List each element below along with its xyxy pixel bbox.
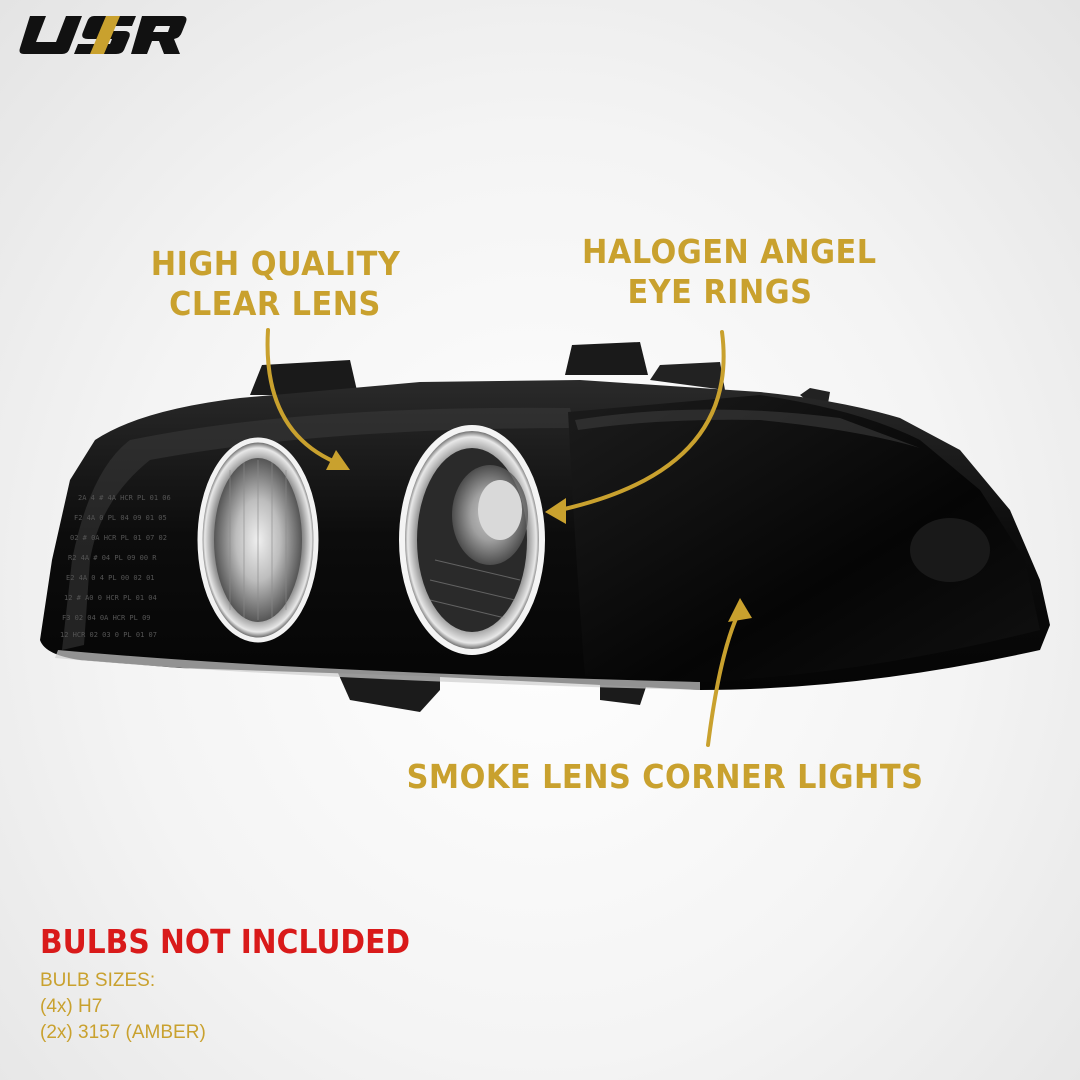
svg-text:02 # 0A HCR PL 01 07 02: 02 # 0A HCR PL 01 07 02: [70, 534, 167, 542]
svg-text:12 HCR 02 03 0 PL 01 07: 12 HCR 02 03 0 PL 01 07: [60, 631, 157, 639]
callout-angel-eye-rings-line1: HALOGEN ANGEL: [582, 232, 877, 271]
bulb-sizes-label: BULB SIZES:: [40, 970, 156, 991]
callout-smoke-corner-lights-line1: SMOKE LENS CORNER LIGHTS: [406, 757, 924, 796]
bulb-size-item: (4x) H7: [40, 996, 103, 1017]
callout-angel-eye-rings-line2: EYE RINGS: [627, 272, 813, 311]
svg-text:E2 4A 0 4 PL 00 02 01: E2 4A 0 4 PL 00 02 01: [66, 574, 155, 582]
callout-smoke-corner-lights: SMOKE LENS CORNER LIGHTS: [406, 757, 924, 797]
svg-text:12 # A0 0 HCR PL 01 04: 12 # A0 0 HCR PL 01 04: [64, 594, 157, 602]
bulb-sizes-list: BULB SIZES: (4x) H7 (2x) 3157 (AMBER): [40, 968, 206, 1046]
callout-clear-lens: HIGH QUALITY CLEAR LENS: [150, 244, 401, 324]
callout-clear-lens-line2: CLEAR LENS: [169, 284, 381, 323]
callout-angel-eye-rings: HALOGEN ANGEL EYE RINGS: [582, 232, 877, 312]
svg-text:F3 02 04 0A HCR PL 09: F3 02 04 0A HCR PL 09: [62, 614, 151, 622]
bulb-size-item: (2x) 3157 (AMBER): [40, 1022, 206, 1043]
svg-text:R2 4A # 04 PL 09 00 R: R2 4A # 04 PL 09 00 R: [68, 554, 157, 562]
bulbs-not-included-heading: BULBS NOT INCLUDED: [40, 922, 411, 961]
brand-logo: [19, 16, 187, 54]
callout-clear-lens-line1: HIGH QUALITY: [150, 244, 401, 283]
svg-text:2A 4 # 4A HCR PL 01 06: 2A 4 # 4A HCR PL 01 06: [78, 494, 171, 502]
svg-text:F2 4A 0 PL 04 09 01 05: F2 4A 0 PL 04 09 01 05: [74, 514, 167, 522]
